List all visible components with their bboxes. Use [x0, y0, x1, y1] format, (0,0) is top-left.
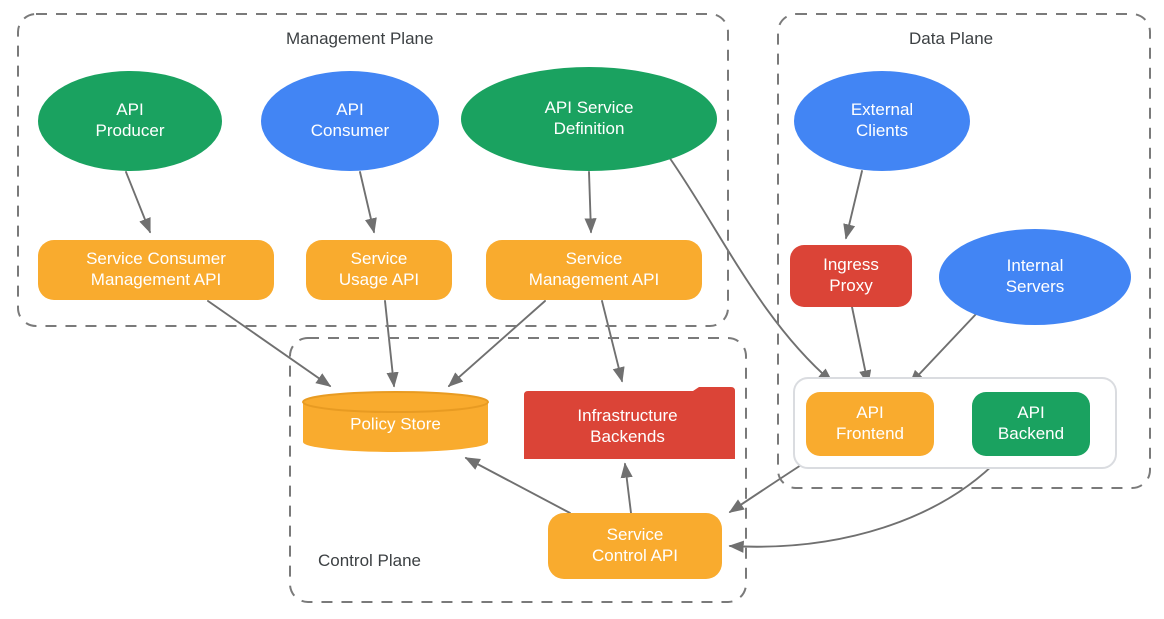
node-api-backend[interactable] — [972, 392, 1090, 456]
node-service-control-api[interactable] — [548, 513, 722, 579]
node-ingress-proxy[interactable] — [790, 245, 912, 307]
node-external-clients[interactable] — [794, 71, 970, 171]
node-api-consumer[interactable] — [261, 71, 439, 171]
node-infrastructure-backends[interactable] — [524, 387, 735, 459]
node-api-service-definition[interactable] — [461, 67, 717, 171]
node-api-frontend[interactable] — [806, 392, 934, 456]
data-plane-label: Data Plane — [909, 29, 994, 48]
node-policy-store[interactable] — [302, 391, 489, 452]
control-plane-label: Control Plane — [318, 551, 422, 570]
node-service-usage-api[interactable] — [306, 240, 452, 300]
node-service-management-api[interactable] — [486, 240, 702, 300]
node-internal-servers[interactable] — [939, 229, 1131, 325]
data-plane — [777, 13, 1151, 489]
management-plane-label: Management Plane — [286, 29, 434, 48]
node-service-consumer-management-api[interactable] — [38, 240, 274, 300]
node-api-producer[interactable] — [38, 71, 222, 171]
